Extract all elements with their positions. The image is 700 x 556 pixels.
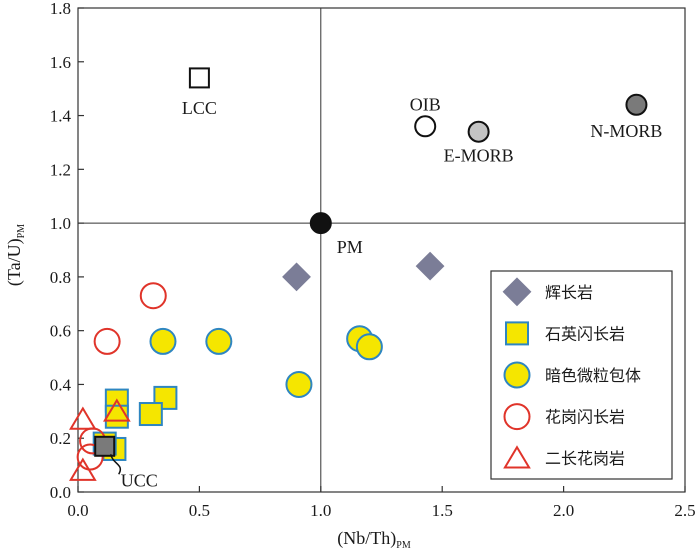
reference-lines <box>78 8 685 492</box>
point-暗色微粒包体 <box>285 370 313 398</box>
y-tick-label: 0.6 <box>50 322 71 341</box>
y-tick-label: 1.0 <box>50 214 71 233</box>
x-tick-label: 1.5 <box>432 501 453 520</box>
x-axis-title: (Nb/Th)PM <box>337 528 411 551</box>
point-暗色微粒包体 <box>205 327 233 355</box>
data-points <box>68 251 445 481</box>
legend-marker-辉长岩 <box>502 277 532 307</box>
x-tick-label: 0.0 <box>67 501 88 520</box>
point-暗色微粒包体 <box>355 333 383 361</box>
x-tick-label: 2.0 <box>553 501 574 520</box>
legend-marker-二长花岗岩 <box>503 445 531 469</box>
legend-label: 石英闪长岩 <box>545 324 625 343</box>
ref-label-e-morb: E-MORB <box>444 146 514 166</box>
point-二长花岗岩 <box>68 406 97 430</box>
x-tick-label: 0.5 <box>189 501 210 520</box>
x-tick-label: 1.0 <box>310 501 331 520</box>
ref-point-n-morb <box>625 93 648 116</box>
ref-label-pm: PM <box>337 237 363 257</box>
point-二长花岗岩 <box>102 398 131 422</box>
point-辉长岩 <box>282 262 311 292</box>
ucc-leader-line <box>109 454 122 475</box>
ref-point-pm <box>309 212 332 235</box>
y-tick-label: 0.0 <box>50 483 71 502</box>
legend-label: 暗色微粒包体 <box>545 366 641 385</box>
legend-marker-花岗闪长岩 <box>503 403 531 431</box>
point-花岗闪长岩 <box>93 327 121 355</box>
legend-label: 二长花岗岩 <box>545 449 625 468</box>
legend-label: 花岗闪长岩 <box>545 408 625 427</box>
y-tick-label: 1.2 <box>50 160 71 179</box>
legend-label: 辉长岩 <box>545 283 593 302</box>
y-axis-title: (Ta/U)PM <box>4 224 27 286</box>
ref-label-lcc: LCC <box>182 98 217 118</box>
y-tick-label: 0.4 <box>50 375 72 394</box>
ref-point-e-morb <box>467 120 490 143</box>
point-暗色微粒包体 <box>149 327 177 355</box>
plot-frame <box>77 7 686 493</box>
y-tick-label: 1.8 <box>50 0 71 18</box>
legend-marker-暗色微粒包体 <box>503 361 531 389</box>
reference-points: LCC OIB E-MORB N-MORB PM UCC <box>94 67 662 490</box>
ref-label-n-morb: N-MORB <box>590 121 662 141</box>
ref-label-oib: OIB <box>410 94 441 114</box>
point-二长花岗岩 <box>68 457 97 481</box>
ref-point-ucc <box>94 435 116 457</box>
ref-label-ucc: UCC <box>121 470 158 490</box>
point-辉长岩 <box>415 251 445 281</box>
legend-marker-石英闪长岩 <box>505 321 529 346</box>
ref-point-lcc <box>188 67 210 89</box>
ref-point-oib <box>414 115 437 138</box>
y-tick-label: 0.8 <box>50 268 71 287</box>
axes: 0.0 0.5 1.0 1.5 2.0 2.5 0.0 0.2 0.4 0.6 0.8 1.0 1.2 1… <box>50 0 696 520</box>
x-tick-label: 2.5 <box>674 501 695 520</box>
point-石英闪长岩 <box>104 404 129 429</box>
y-tick-label: 1.6 <box>50 53 71 72</box>
y-tick-label: 1.4 <box>50 107 72 126</box>
point-花岗闪长岩 <box>76 443 104 471</box>
point-石英闪长岩 <box>138 402 163 427</box>
y-tick-label: 0.2 <box>50 429 71 448</box>
point-花岗闪长岩 <box>139 282 167 310</box>
